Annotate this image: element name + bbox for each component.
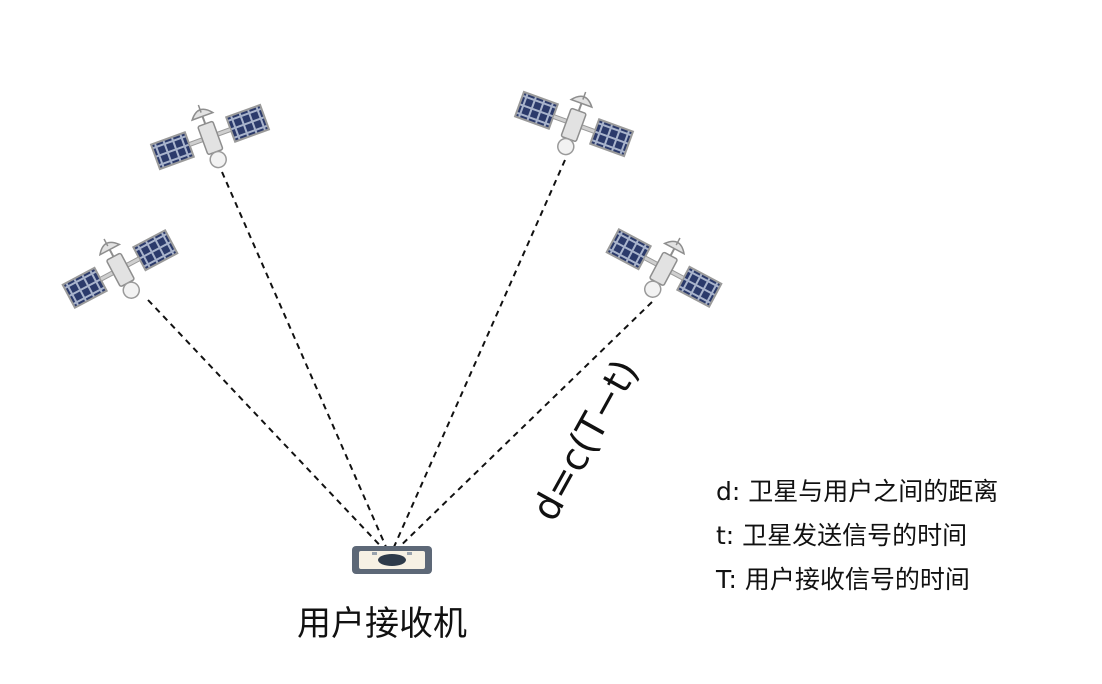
receiver-icon xyxy=(352,546,432,574)
signal-lines xyxy=(147,159,653,557)
receiver-label: 用户接收机 xyxy=(297,604,467,644)
signal-line-4 xyxy=(389,301,653,557)
legend-item-t: t: 卫星发送信号的时间 xyxy=(716,521,968,550)
satellite-icon xyxy=(51,210,188,326)
signal-line-2 xyxy=(221,171,391,557)
satellite-icon xyxy=(507,71,642,175)
satellite-icon xyxy=(142,84,277,188)
satellite-icon xyxy=(596,209,733,325)
signal-line-1 xyxy=(147,299,391,557)
legend-item-T: T: 用户接收信号的时间 xyxy=(716,565,970,594)
legend: d: 卫星与用户之间的距离 t: 卫星发送信号的时间 T: 用户接收信号的时间 xyxy=(716,470,1096,602)
legend-item-d: d: 卫星与用户之间的距离 xyxy=(716,477,999,506)
